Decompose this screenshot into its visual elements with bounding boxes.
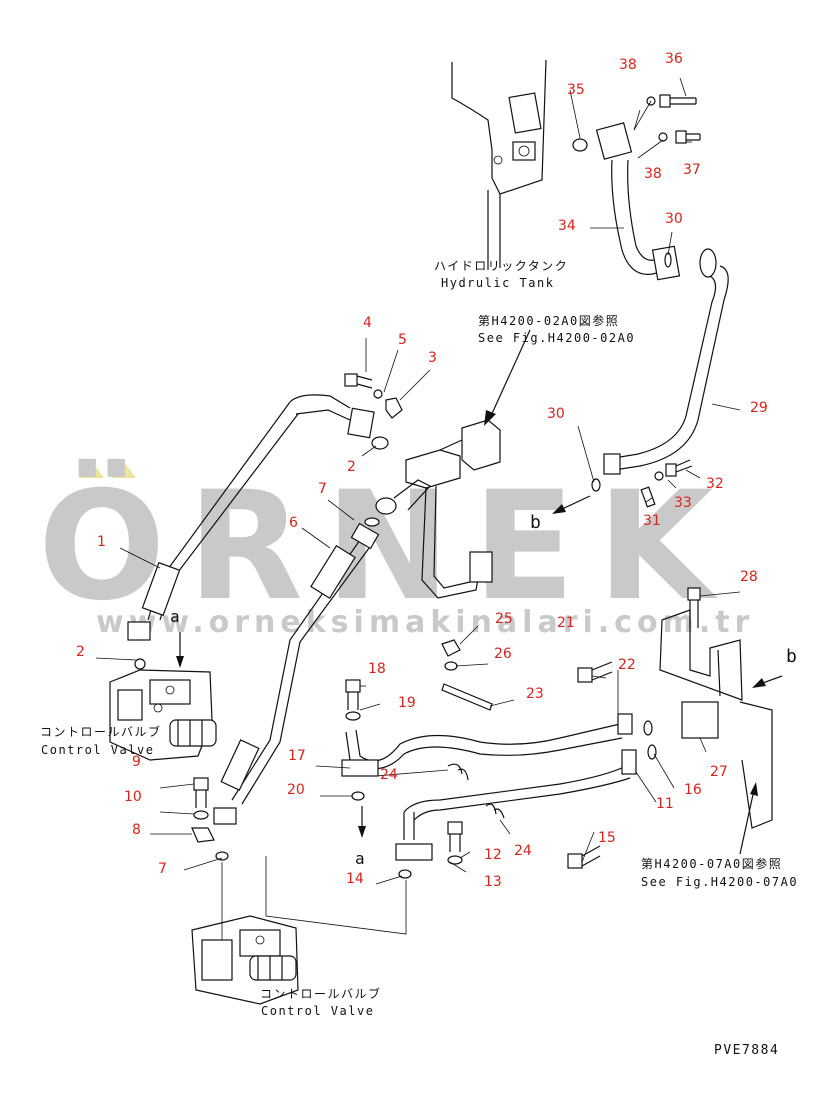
callout-2a: 2 <box>76 644 85 660</box>
callout-38b: 38 <box>644 166 662 182</box>
control-valve-upper <box>109 669 217 761</box>
watermark-accent <box>112 462 136 478</box>
control-valve-upper-jp: コントロールバルブ <box>40 724 162 739</box>
callout-33: 33 <box>674 495 692 511</box>
control-valve-lower <box>191 915 299 1005</box>
callout-19: 19 <box>398 695 416 711</box>
callout-15: 15 <box>598 830 616 846</box>
callout-25: 25 <box>495 611 513 627</box>
pipes-11-17 <box>341 713 637 861</box>
callout-5: 5 <box>398 332 407 348</box>
callout-36: 36 <box>665 51 683 67</box>
watermark-url: www.orneksimakinalari.com.tr <box>96 605 754 640</box>
bolt-stack <box>191 777 229 861</box>
leader-lines <box>95 77 741 940</box>
callout-32: 32 <box>706 476 724 492</box>
hose-1 <box>127 394 375 670</box>
control-valve-upper-en: Control Valve <box>41 743 154 757</box>
callout-6: 6 <box>289 515 298 531</box>
reference-arrows <box>176 329 783 855</box>
hose-6 <box>213 517 380 825</box>
marker-a-lower: a <box>355 849 366 868</box>
control-valve-lower-en: Control Valve <box>261 1004 374 1018</box>
callout-2b: 2 <box>347 459 356 475</box>
watermark: ÖRNEK www.orneksimakinalari.com.tr <box>38 458 754 640</box>
pipe-34-hose-29 <box>595 122 729 475</box>
control-valve-lower-jp: コントロールバルブ <box>260 986 382 1001</box>
hydraulic-tank <box>451 59 588 270</box>
ref-07-en: See Fig.H4200-07A0 <box>641 875 798 889</box>
callout-29: 29 <box>750 400 768 416</box>
marker-b-right: b <box>786 646 798 667</box>
callout-14: 14 <box>346 871 364 887</box>
ref-02-en: See Fig.H4200-02A0 <box>478 331 635 345</box>
bracket-assembly <box>659 587 773 829</box>
callout-16: 16 <box>684 782 702 798</box>
callout-13: 13 <box>484 874 502 890</box>
marker-b-left: b <box>530 512 542 533</box>
callout-27: 27 <box>710 764 728 780</box>
callout-24a: 24 <box>380 767 398 783</box>
callout-20: 20 <box>287 782 305 798</box>
callout-10: 10 <box>124 789 142 805</box>
callout-17: 17 <box>288 748 306 764</box>
watermark-accent <box>80 462 104 478</box>
block-assembly <box>371 419 501 599</box>
callout-4: 4 <box>363 315 372 331</box>
callout-3: 3 <box>428 350 437 366</box>
callout-34: 34 <box>558 218 576 234</box>
tank-label-jp: ハイドロリックタンク <box>434 259 568 273</box>
callout-numbers: 1 2 2 3 4 5 6 7 7 8 9 10 11 12 13 14 15 … <box>76 51 768 890</box>
callout-26: 26 <box>494 646 512 662</box>
callout-7a: 7 <box>318 481 327 497</box>
callout-18: 18 <box>368 661 386 677</box>
callout-28: 28 <box>740 569 758 585</box>
callout-12: 12 <box>484 847 502 863</box>
callout-7b: 7 <box>158 861 167 877</box>
callout-1: 1 <box>97 534 106 550</box>
ref-02-jp: 第H4200-02A0図参照 <box>478 313 619 328</box>
callout-22: 22 <box>618 657 636 673</box>
callout-35: 35 <box>567 82 585 98</box>
tank-label-en: Hydrulic Tank <box>441 276 554 290</box>
callout-23: 23 <box>526 686 544 702</box>
callout-30b: 30 <box>547 406 565 422</box>
text-labels: ハイドロリックタンク Hydrulic Tank 第H4200-02A0図参照 … <box>40 259 798 1058</box>
callout-9: 9 <box>132 754 141 770</box>
ref-07-jp: 第H4200-07A0図参照 <box>641 856 782 871</box>
callout-8: 8 <box>132 822 141 838</box>
bolts-3-4-5 <box>344 373 403 419</box>
callout-37: 37 <box>683 162 701 178</box>
callout-31: 31 <box>643 513 661 529</box>
marker-a-upper: a <box>170 607 181 626</box>
drawing-number: PVE7884 <box>714 1043 779 1058</box>
callout-21: 21 <box>557 615 575 631</box>
o-ring-35 <box>572 138 588 152</box>
callout-38a: 38 <box>619 57 637 73</box>
callout-30a: 30 <box>665 211 683 227</box>
callout-24b: 24 <box>514 843 532 859</box>
callout-11: 11 <box>656 796 674 812</box>
